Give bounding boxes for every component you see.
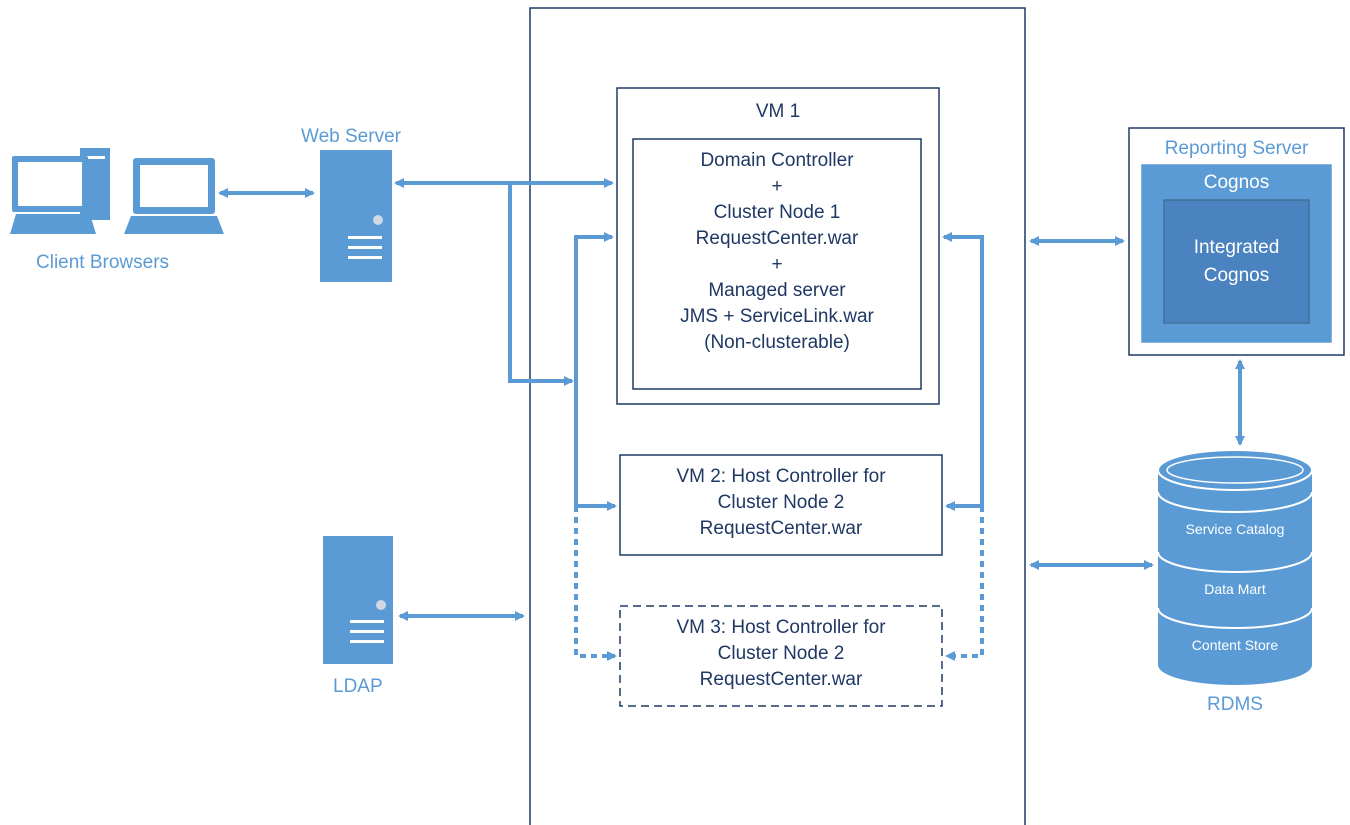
app-server-container — [529, 7, 1026, 825]
vm1-line: (Non-clusterable) — [704, 332, 850, 353]
left-bus-to-vm1 — [574, 232, 614, 506]
integrated-line: Cognos — [1203, 265, 1270, 286]
vm1-content: Domain Controller + Cluster Node 1 Reque… — [633, 148, 921, 356]
ldap-label: LDAP — [333, 676, 383, 697]
vm1-line: RequestCenter.war — [695, 228, 859, 249]
integrated-cognos-label: Integrated Cognos — [1164, 234, 1309, 290]
rdms-label: RDMS — [1207, 694, 1263, 715]
ldap-server-icon — [323, 536, 393, 664]
vm2-line: Cluster Node 2 — [717, 492, 845, 513]
web-server-icon — [320, 150, 392, 282]
vm3-line: VM 3: Host Controller for — [676, 617, 886, 638]
laptop-computer-icon — [124, 158, 224, 234]
vm1-line: + — [771, 254, 783, 275]
vm1-inner-box — [632, 138, 922, 390]
vm2-line: RequestCenter.war — [699, 518, 863, 539]
web-server-label: Web Server — [301, 126, 401, 147]
vm3-line: Cluster Node 2 — [717, 643, 845, 664]
reporting-server-label: Reporting Server — [1164, 138, 1309, 159]
integrated-cognos-box — [1163, 199, 1310, 324]
vm2-line: VM 2: Host Controller for — [676, 466, 886, 487]
right-bus-to-vm3-dashed — [945, 506, 984, 661]
db-section-label: Service Catalog — [1185, 521, 1285, 537]
vm1-title: VM 1 — [755, 101, 801, 122]
vm3-content: VM 3: Host Controller for Cluster Node 2… — [620, 615, 942, 693]
vm1-line: Cluster Node 1 — [713, 202, 841, 223]
integrated-line: Integrated — [1193, 237, 1280, 258]
vm1-line: + — [771, 176, 783, 197]
vm1-line: Managed server — [708, 280, 846, 301]
vm2-content: VM 2: Host Controller for Cluster Node 2… — [620, 464, 942, 542]
vm2-box — [619, 454, 943, 556]
cognos-label: Cognos — [1203, 172, 1270, 193]
vm3-box — [619, 605, 943, 707]
vm1-line: JMS + ServiceLink.war — [680, 306, 874, 327]
vm3-line: RequestCenter.war — [699, 669, 863, 690]
desktop-computer-icon — [10, 148, 110, 234]
db-section-label: Content Store — [1191, 637, 1279, 653]
connectors — [218, 178, 1245, 661]
left-bus-to-vm3-dashed — [574, 506, 617, 661]
right-bus-to-vm1 — [942, 232, 984, 506]
database-icon — [1157, 449, 1313, 685]
client-browsers-label: Client Browsers — [36, 252, 170, 273]
webserver-trunk-line — [508, 183, 574, 386]
vm1-line: Domain Controller — [700, 150, 854, 171]
db-section-label: Data Mart — [1204, 581, 1266, 597]
